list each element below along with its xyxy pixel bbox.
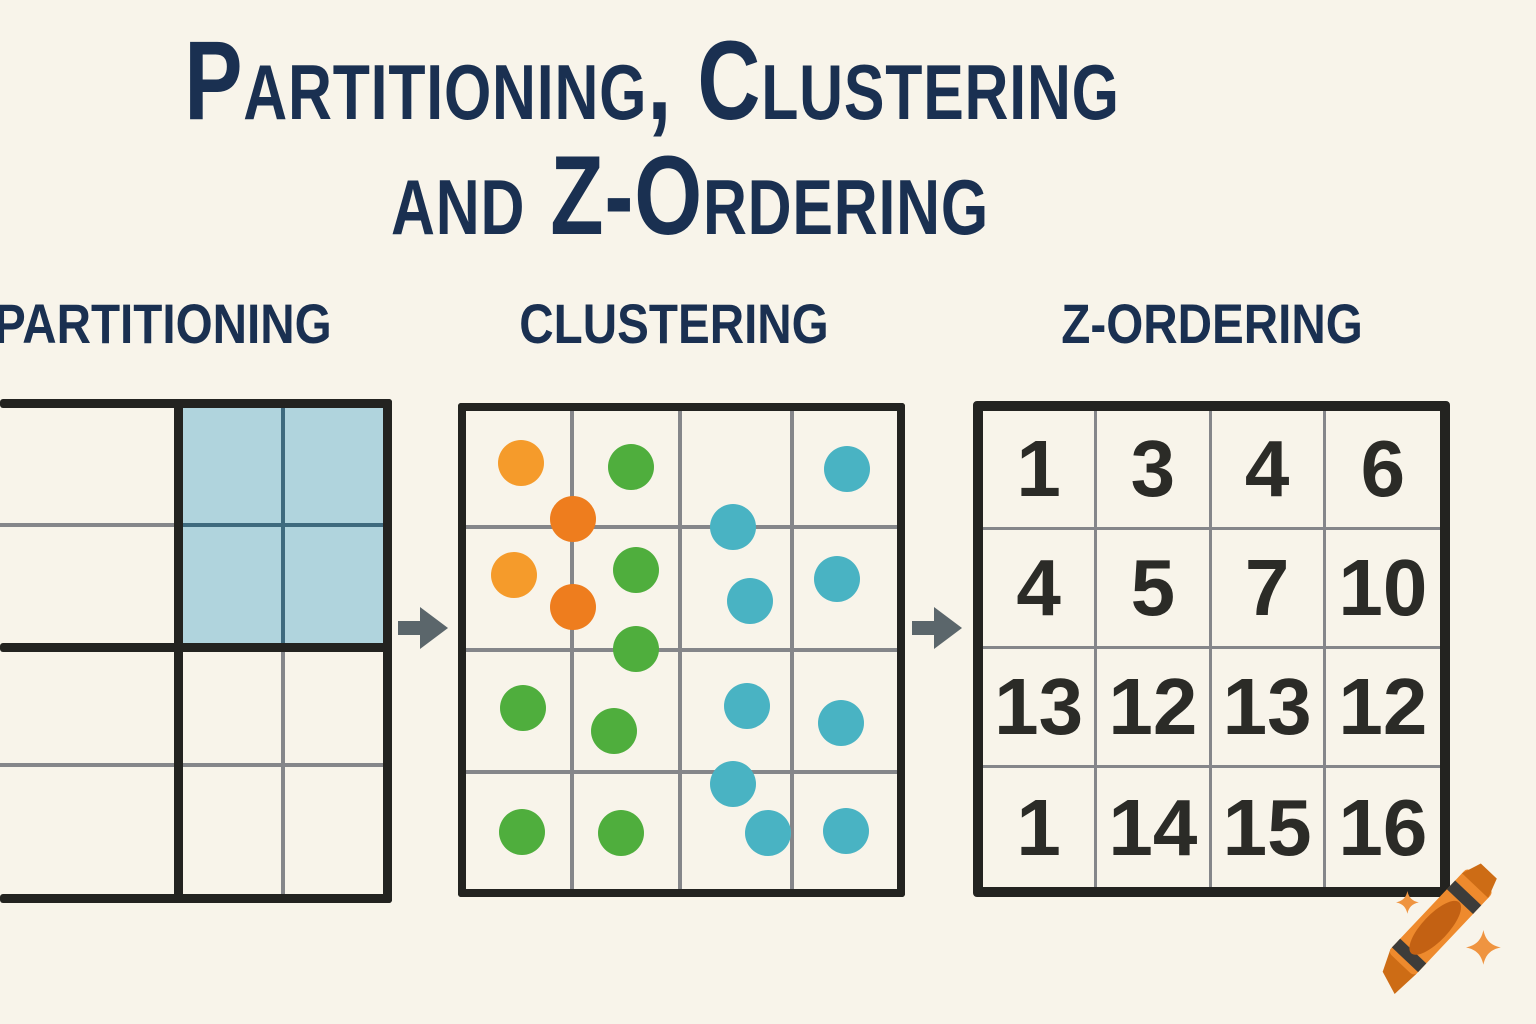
- cluster-dot-orange: [491, 552, 537, 598]
- cluster-dot-blue: [745, 810, 791, 856]
- partition-border-top: [0, 399, 392, 408]
- cluster-dot-green: [613, 547, 659, 593]
- clustering-grid: [458, 403, 905, 897]
- partition-thin-line: [281, 647, 285, 903]
- partition-border-bottom: [0, 894, 392, 903]
- cluster-dot-green: [500, 685, 546, 731]
- partition-thin-line-highlight: [281, 405, 285, 647]
- page-title-line2: and Z-Ordering: [391, 133, 989, 258]
- z-order-cell-r4c3: 15: [1212, 768, 1326, 887]
- z-order-cell-r3c3: 13: [1211, 649, 1326, 768]
- partition-divider-horizontal: [0, 643, 392, 652]
- partition-thin-line-highlight: [178, 523, 392, 527]
- z-order-cell-r1c3: 4: [1211, 411, 1326, 530]
- cluster-grid-line: [466, 770, 897, 774]
- crayon-icon: [1382, 863, 1501, 994]
- cluster-dot-orange: [498, 440, 544, 486]
- z-order-cell-r4c4: 16: [1338, 782, 1428, 872]
- z-order-cell-r2c1: 4: [983, 530, 1098, 649]
- cluster-dot-blue: [814, 556, 860, 602]
- z-order-cell-r3c2: 12: [1097, 649, 1212, 768]
- sparkle-icon: [1466, 930, 1501, 965]
- cluster-grid-line: [466, 525, 897, 529]
- cluster-dot-blue: [710, 504, 756, 550]
- cluster-border-top: [458, 403, 905, 411]
- cluster-dot-blue: [710, 761, 756, 807]
- z-order-cell-r2c4: 10: [1325, 530, 1440, 649]
- z-order-cell-r4c1: 1: [983, 768, 1098, 887]
- cluster-dot-blue: [724, 683, 770, 729]
- z-order-cell-r4c2: 14: [1097, 768, 1212, 887]
- z-order-cell-r3c4: 12: [1325, 649, 1440, 768]
- arrow-right-icon: [912, 607, 962, 649]
- cluster-border-bottom: [458, 889, 905, 897]
- page-title-line1: Partitioning, Clustering: [184, 18, 1120, 143]
- cluster-dot-blue: [727, 578, 773, 624]
- partition-thin-line: [0, 763, 392, 767]
- cluster-dot-green: [613, 626, 659, 672]
- cluster-grid-line: [466, 648, 897, 652]
- cluster-border-left: [458, 403, 466, 897]
- z-order-cell-r1c1: 1: [983, 411, 1098, 530]
- section-label-clustering: CLUSTERING: [519, 292, 829, 355]
- cluster-dot-blue: [824, 446, 870, 492]
- cluster-border-right: [897, 403, 905, 897]
- sparkle-icon: [1396, 891, 1419, 914]
- z-order-cell-r1c4: 6: [1325, 411, 1440, 530]
- cluster-dot-green: [608, 444, 654, 490]
- z-order-cell-r2c2: 5: [1097, 530, 1212, 649]
- partition-divider-vertical: [174, 399, 183, 903]
- cluster-dot-green: [591, 708, 637, 754]
- partitioning-grid: [0, 399, 392, 903]
- z-order-cell-r3c1: 13: [983, 649, 1098, 768]
- cluster-dot-green: [598, 810, 644, 856]
- partition-thin-line: [0, 523, 178, 527]
- z-order-cell-r1c2: 3: [1097, 411, 1212, 530]
- section-label-z-ordering: Z-ORDERING: [1061, 292, 1363, 355]
- cluster-dot-blue: [818, 700, 864, 746]
- cluster-dot-green: [499, 809, 545, 855]
- z-order-cell-r2c3: 7: [1211, 530, 1326, 649]
- partition-border-right: [383, 399, 392, 903]
- cluster-dot-orange: [550, 584, 596, 630]
- arrow-right-icon: [398, 607, 448, 649]
- cluster-dot-blue: [823, 808, 869, 854]
- cluster-dot-orange: [550, 496, 596, 542]
- section-label-partitioning: PARTITIONING: [0, 292, 332, 355]
